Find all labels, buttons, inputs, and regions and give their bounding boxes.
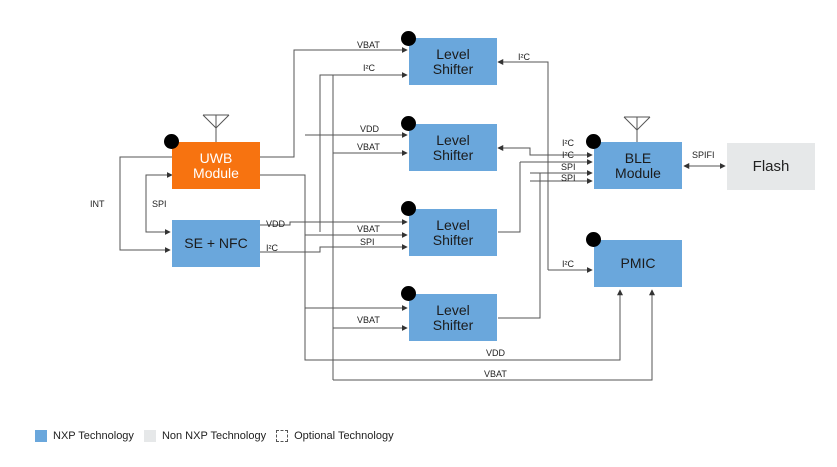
non-nxp-swatch bbox=[143, 430, 156, 442]
signal-label: VBAT bbox=[357, 142, 380, 152]
optional-dot-uwb bbox=[164, 134, 179, 149]
signal-label: SPI bbox=[360, 237, 375, 247]
nxp-swatch bbox=[35, 430, 47, 442]
ble-module-block[interactable]: BLE Module bbox=[594, 142, 682, 189]
signal-label: SPI bbox=[561, 162, 576, 172]
flash-label: Flash bbox=[752, 158, 790, 175]
signal-label: VDD bbox=[486, 348, 506, 358]
spi-left-line bbox=[145, 172, 173, 235]
signal-label: INT bbox=[90, 199, 105, 209]
signal-label: VBAT bbox=[357, 315, 380, 325]
pmic-block[interactable]: PMIC bbox=[594, 240, 682, 287]
uwb-vbat-line bbox=[260, 174, 623, 361]
int-line bbox=[119, 156, 172, 253]
ble-antenna-icon bbox=[623, 116, 651, 142]
level-shifter-4-block[interactable]: Level Shifter bbox=[409, 294, 497, 341]
level-shifter-3-label: Level Shifter bbox=[432, 216, 474, 248]
signal-label: VDD bbox=[266, 219, 286, 229]
se-nfc-block[interactable]: SE + NFC bbox=[172, 220, 260, 267]
signal-label: VBAT bbox=[357, 224, 380, 234]
signal-label: I²C bbox=[562, 138, 574, 148]
signal-label: VBAT bbox=[357, 40, 380, 50]
optional-dot-ls3 bbox=[401, 201, 416, 216]
signal-label: VBAT bbox=[484, 369, 507, 379]
optional-dot-ls4 bbox=[401, 286, 416, 301]
vbat-bus-line bbox=[260, 47, 408, 158]
optional-dot-ble bbox=[586, 134, 601, 149]
signal-label: SPI bbox=[561, 173, 576, 183]
flash-block[interactable]: Flash bbox=[727, 143, 815, 190]
signal-label: I²C bbox=[266, 243, 278, 253]
signal-label: I²C bbox=[562, 259, 574, 269]
ble-module-label: BLE Module bbox=[615, 149, 661, 181]
optional-dot-ls2 bbox=[401, 116, 416, 131]
signal-label: SPI bbox=[152, 199, 167, 209]
pmic-label: PMIC bbox=[620, 255, 656, 271]
i2c-ls1-line bbox=[319, 72, 408, 232]
legend-optional-label: Optional Technology bbox=[294, 430, 394, 442]
level-shifter-2-label: Level Shifter bbox=[432, 131, 474, 163]
signal-label: I²C bbox=[363, 63, 375, 73]
level-shifter-1-block[interactable]: Level Shifter bbox=[409, 38, 497, 85]
uwb-antenna-icon bbox=[202, 114, 230, 142]
optional-dot-pmic bbox=[586, 232, 601, 247]
vbat-main-line bbox=[333, 289, 655, 381]
se-nfc-label: SE + NFC bbox=[184, 235, 248, 251]
uwb-module-label: UWB Module bbox=[193, 149, 239, 181]
signal-label: I²C bbox=[562, 150, 574, 160]
optional-swatch bbox=[276, 430, 289, 442]
level-shifter-2-block[interactable]: Level Shifter bbox=[409, 124, 497, 171]
signal-label: I²C bbox=[518, 52, 530, 62]
optional-dot-ls1 bbox=[401, 31, 416, 46]
level-shifter-3-block[interactable]: Level Shifter bbox=[409, 209, 497, 256]
signal-label: SPIFI bbox=[692, 150, 715, 160]
level-shifter-1-label: Level Shifter bbox=[432, 45, 474, 77]
legend-item-non-nxp: Non NXP Technology bbox=[143, 430, 267, 442]
level-shifter-4-label: Level Shifter bbox=[432, 301, 474, 333]
legend-nxp-label: NXP Technology bbox=[53, 430, 134, 442]
legend-item-nxp: NXP Technology bbox=[35, 430, 134, 442]
legend-non-nxp-label: Non NXP Technology bbox=[161, 430, 267, 442]
uwb-module-block[interactable]: UWB Module bbox=[172, 142, 260, 189]
legend-item-optional: Optional Technology bbox=[276, 430, 394, 442]
signal-label: VDD bbox=[360, 124, 380, 134]
legend: NXP Technology Non NXP Technology Option… bbox=[35, 430, 404, 442]
